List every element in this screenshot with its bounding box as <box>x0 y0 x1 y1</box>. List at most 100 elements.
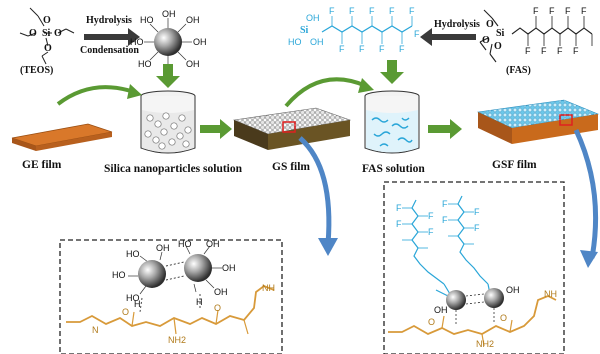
oh-bottom-right: OH <box>186 59 200 69</box>
ho-bottom-left: HO <box>138 59 152 69</box>
green-arrow-down-fas <box>380 60 404 84</box>
fas-f-2: F <box>349 6 355 16</box>
detail-r-f-5: F <box>442 199 448 209</box>
detail-ho-2: HO <box>112 270 126 280</box>
green-arrow-down-left <box>156 64 180 88</box>
fas-molecule-si: Si <box>496 28 505 39</box>
gelatin-side-groups-right <box>441 315 513 347</box>
curved-arrow-gs-to-fas <box>284 77 367 108</box>
detail-nh-left: NH <box>262 283 275 293</box>
condensation-label: Condensation <box>80 45 139 56</box>
oh-top-right: OH <box>186 15 200 25</box>
curved-arrow-ge-head <box>127 84 142 99</box>
blue-callout-arrow-right-head <box>580 250 598 268</box>
gelatin-side-groups-left <box>131 309 249 335</box>
ge-film-label: GE film <box>22 159 62 171</box>
ge-film-shape <box>11 123 113 151</box>
detail-box-gsf <box>383 181 565 354</box>
gelatin-chain-right <box>388 295 557 336</box>
fas-f-10: F <box>414 29 420 39</box>
detail-n-left: N <box>92 325 99 335</box>
detail-r-f-7: F <box>442 215 448 225</box>
blue-callout-arrow-left-head <box>318 238 338 256</box>
detail-oh-1: OH <box>156 243 170 253</box>
teos-o-label-right: O <box>54 28 62 39</box>
detail-r-oh-1: OH <box>434 305 448 315</box>
gs-silica-pair <box>128 245 222 313</box>
ho-top-left: HO <box>140 15 154 25</box>
curved-arrow-ge-to-beaker <box>56 85 135 106</box>
detail-nh-right: NH <box>544 289 557 299</box>
detail-nh2-right: NH2 <box>476 339 495 349</box>
fas-molecule-f-4: F <box>581 6 587 16</box>
fas-molecule-f-1: F <box>533 6 539 16</box>
gs-film-shape <box>232 107 352 150</box>
blue-callout-arrow-left <box>298 136 332 245</box>
detail-r-f-6: F <box>474 207 480 217</box>
fas-molecule-o-2: O <box>482 35 490 46</box>
fas-oh-label-1: OH <box>306 13 320 23</box>
fas-solution-label: FAS solution <box>362 163 425 175</box>
detail-ho-4: HO <box>178 239 192 249</box>
teos-label: (TEOS) <box>20 65 54 76</box>
fas-f-6: F <box>339 44 345 54</box>
detail-r-f-3: F <box>396 219 402 229</box>
detail-oh-3: OH <box>222 263 236 273</box>
fas-molecule <box>479 9 593 63</box>
detail-r-f-4: F <box>428 227 434 237</box>
silica-solution-label: Silica nanoparticles solution <box>104 163 243 175</box>
fas-si-label: Si <box>300 25 309 36</box>
oh-right: OH <box>193 37 207 47</box>
detail-o-1: O <box>122 307 130 317</box>
green-arrow-to-gs <box>200 119 232 139</box>
fas-molecule-o-1: O <box>486 19 494 30</box>
fas-molecule-f-3: F <box>565 6 571 16</box>
teos-molecule <box>19 7 75 65</box>
teos-o-label-bottom: O <box>44 43 52 54</box>
fas-ho-label: HO <box>288 37 302 47</box>
detail-r-o-2: O <box>500 313 508 323</box>
fas-molecule-f-2: F <box>549 6 555 16</box>
detail-r-f-8: F <box>474 223 480 233</box>
teos-o-label-top: O <box>43 15 51 26</box>
green-arrow-to-gsf <box>428 119 462 139</box>
fas-molecule-f-5: F <box>525 46 531 56</box>
detail-oh-2: OH <box>206 239 220 249</box>
fas-hydrolyzed-chain <box>321 16 413 44</box>
fas-molecule-f-7: F <box>557 46 563 56</box>
fas-molecule-f-8: F <box>573 46 579 56</box>
beaker-fas <box>364 90 420 154</box>
gsf-film-shape <box>476 99 600 144</box>
gs-film-label: GS film <box>272 161 311 173</box>
detail-ho-3: HO <box>126 293 140 303</box>
silica-ball-oh <box>144 18 192 64</box>
fas-label: (FAS) <box>506 65 531 76</box>
fas-molecule-o-3: O <box>494 41 502 52</box>
gsf-film-label: GSF film <box>492 159 537 171</box>
detail-r-oh-2: OH <box>506 285 520 295</box>
hydrolysis-label-right: Hydrolysis <box>434 19 480 30</box>
curved-arrow-gs-head <box>358 78 374 93</box>
detail-o-2: O <box>214 303 222 313</box>
fas-f-7: F <box>359 44 365 54</box>
detail-nh2-left: NH2 <box>168 335 187 345</box>
fas-f-3: F <box>369 6 375 16</box>
detail-oh-4: OH <box>214 287 228 297</box>
beaker-silica <box>140 90 196 154</box>
teos-si-label: Si <box>42 28 51 39</box>
hydrolysis-condensation-arrow <box>84 28 140 46</box>
oh-top: OH <box>162 9 176 19</box>
detail-ho-1: HO <box>126 249 140 259</box>
teos-o-label-left: O <box>29 28 37 39</box>
hydrolysis-label-left: Hydrolysis <box>86 15 132 26</box>
fas-f-8: F <box>379 44 385 54</box>
gelatin-chain-left <box>66 284 275 327</box>
ho-left: HO <box>130 37 144 47</box>
detail-r-o-1: O <box>428 317 436 327</box>
fas-oh-label-2: OH <box>310 37 324 47</box>
detail-h-2: H <box>196 297 203 307</box>
hydrolysis-arrow-right <box>420 28 476 46</box>
detail-h-1: H <box>134 299 141 309</box>
detail-r-f-2: F <box>428 211 434 221</box>
